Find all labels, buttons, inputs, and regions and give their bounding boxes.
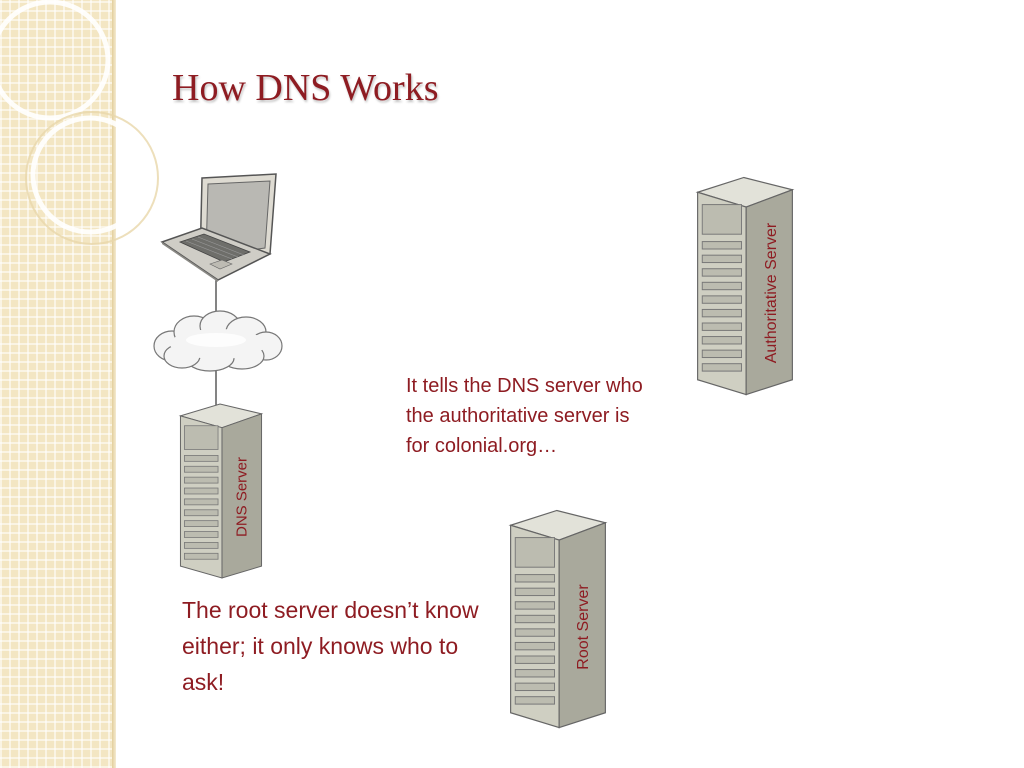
root-note: The root server doesn’t know either; it … — [182, 597, 479, 695]
authoritative-server-label: Authoritative Server — [763, 222, 780, 364]
dns-server-icon — [178, 403, 264, 579]
authoritative-note: It tells the DNS server who the authorit… — [406, 375, 643, 457]
dns-server-label: DNS Server — [233, 456, 251, 538]
root-server-label: Root Server — [575, 584, 592, 670]
laptop-icon — [160, 173, 277, 282]
cloud-icon — [153, 310, 283, 372]
sidebar-edge — [112, 0, 116, 768]
root-server-icon — [508, 509, 608, 729]
decorative-rings — [0, 0, 159, 245]
authoritative-server-icon — [695, 176, 795, 396]
slide-title: How DNS Works — [172, 67, 439, 109]
